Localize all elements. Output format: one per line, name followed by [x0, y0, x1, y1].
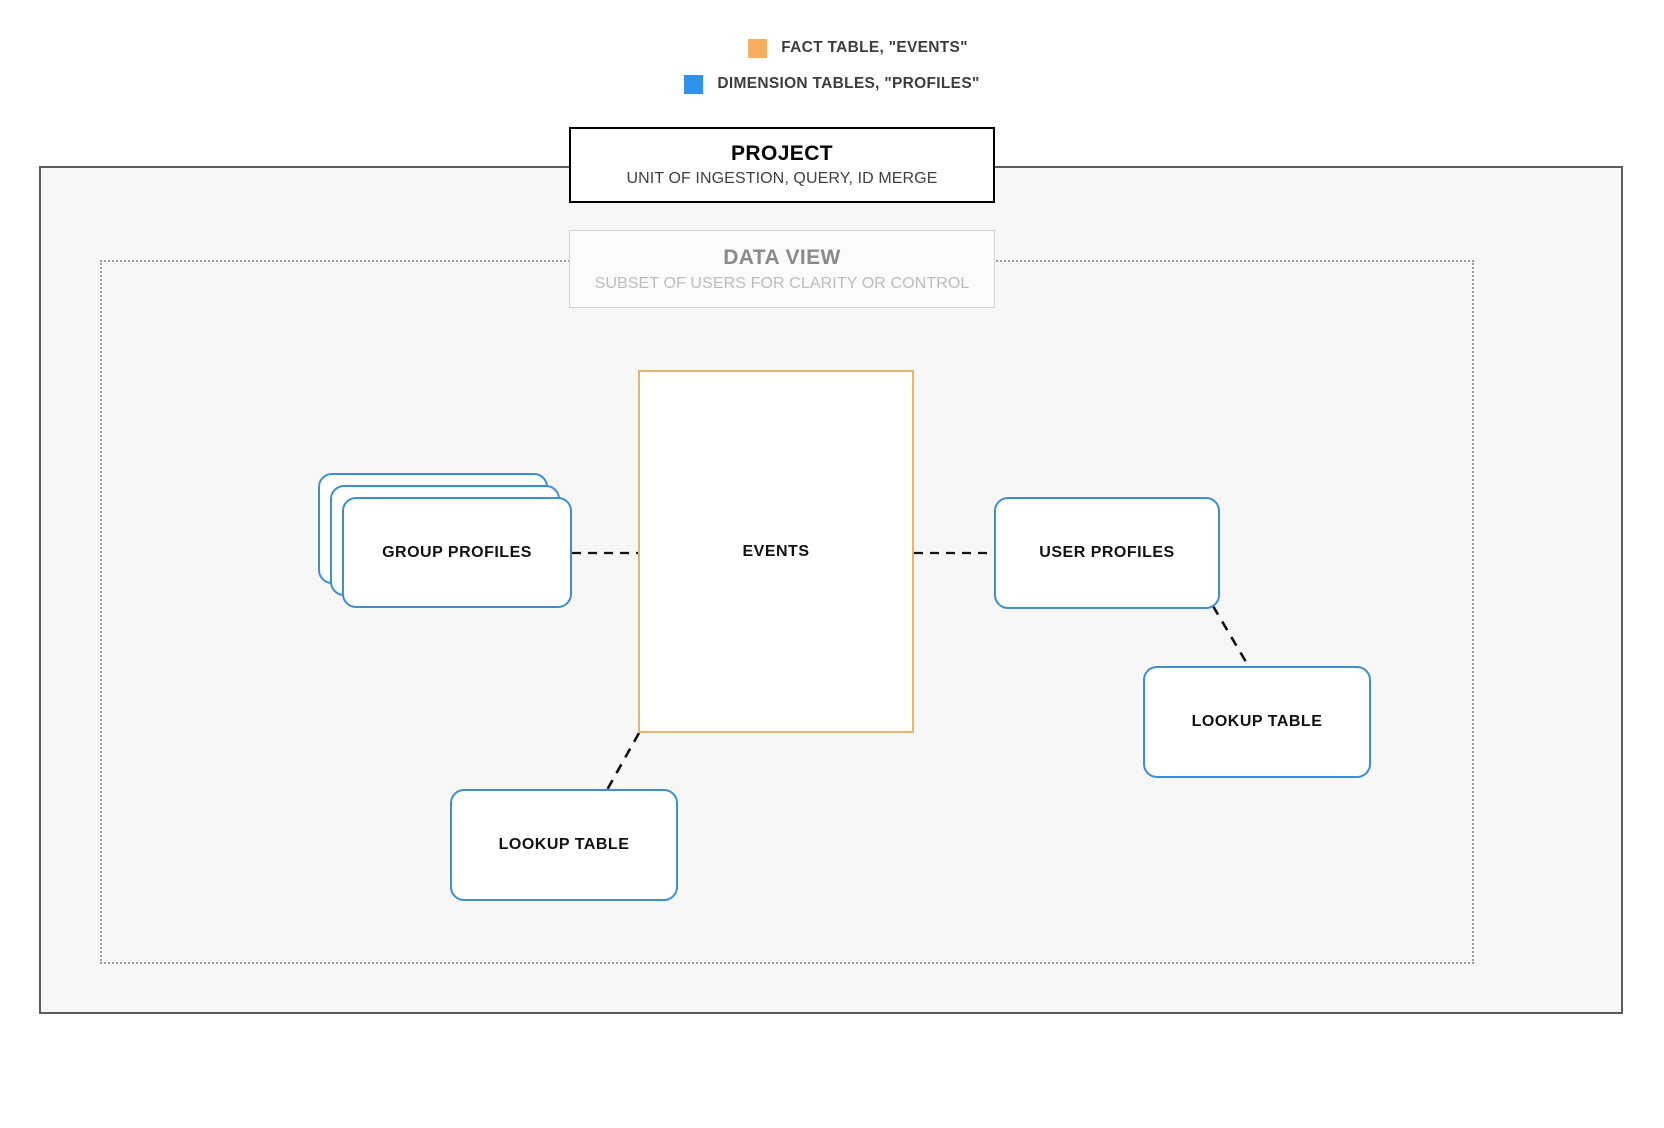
data-view-subtitle: SUBSET OF USERS FOR CLARITY OR CONTROL	[594, 274, 970, 292]
project-subtitle: UNIT OF INGESTION, QUERY, ID MERGE	[626, 170, 938, 187]
legend: FACT TABLE, "EVENTS" DIMENSION TABLES, "…	[0, 30, 1664, 102]
legend-label-dimension-tables: DIMENSION TABLES, "PROFILES"	[717, 75, 980, 92]
legend-label-fact-table: FACT TABLE, "EVENTS"	[781, 39, 968, 56]
data-view-title: DATA VIEW	[723, 245, 841, 269]
node-lookup-table-events-label: LOOKUP TABLE	[498, 836, 630, 853]
project-title: PROJECT	[731, 142, 833, 165]
node-user-profiles[interactable]: USER PROFILES	[994, 497, 1220, 609]
orange-square-swatch-icon	[748, 38, 768, 58]
node-lookup-table-user-label: LOOKUP TABLE	[1191, 713, 1323, 730]
project-title-box: PROJECT UNIT OF INGESTION, QUERY, ID MER…	[569, 127, 995, 203]
node-lookup-table-events[interactable]: LOOKUP TABLE	[450, 789, 678, 901]
legend-item-fact-table: FACT TABLE, "EVENTS"	[0, 30, 1664, 66]
node-events-label: EVENTS	[742, 542, 810, 560]
node-user-profiles-label: USER PROFILES	[1039, 544, 1175, 561]
node-lookup-table-user[interactable]: LOOKUP TABLE	[1143, 666, 1371, 778]
data-view-title-box: DATA VIEW SUBSET OF USERS FOR CLARITY OR…	[569, 230, 995, 308]
node-group-profiles-label: GROUP PROFILES	[382, 543, 532, 561]
node-events[interactable]: EVENTS	[638, 370, 914, 733]
legend-item-dimension-tables: DIMENSION TABLES, "PROFILES"	[0, 66, 1664, 102]
blue-square-swatch-icon	[684, 74, 704, 94]
group-profiles-stack-card-front[interactable]: GROUP PROFILES	[342, 497, 572, 608]
node-group-profiles[interactable]: GROUP PROFILES	[318, 473, 572, 608]
